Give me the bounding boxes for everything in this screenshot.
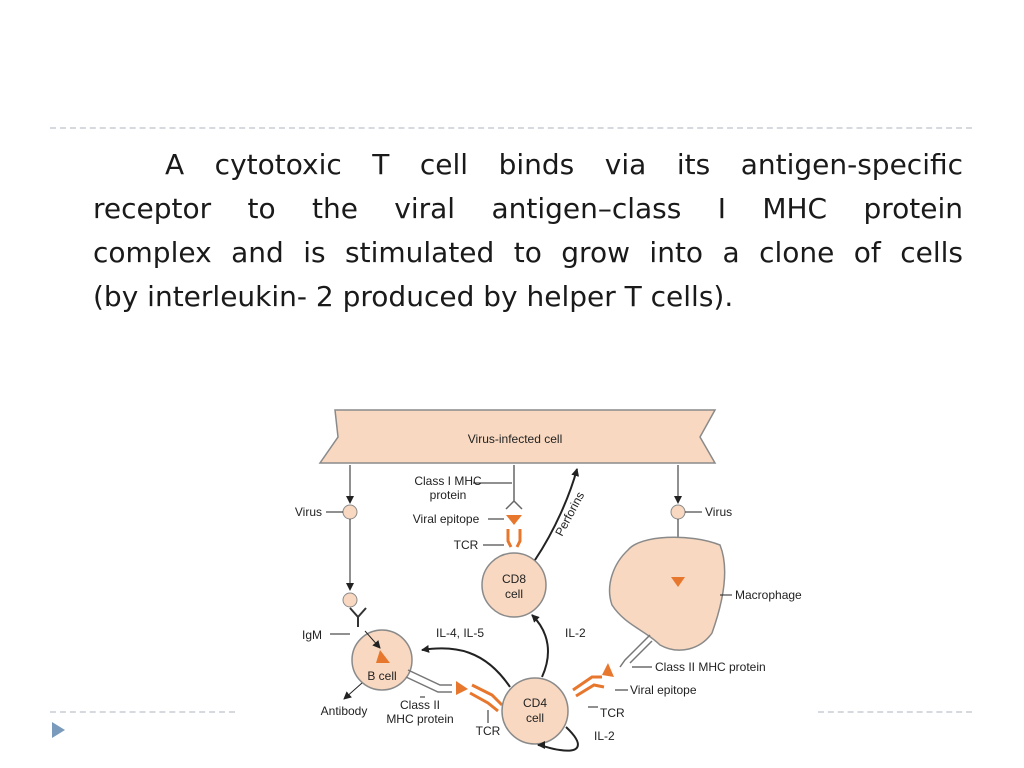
macrophage-label: Macrophage [735,588,802,602]
divider-bottom-left [50,711,235,713]
viral-epitope-bottom-icon [456,681,468,695]
cd8-cell-shape [481,552,547,618]
viral-epitope-bcell-icon [376,650,390,663]
divider-bottom-right [818,711,972,713]
class-i-mhc-icon [505,465,523,510]
virus-left-icon [342,504,358,520]
il4-il5-label: IL-4, IL-5 [436,626,484,640]
tcr-top-label: TCR [454,538,479,552]
il2-mid-label: IL-2 [565,626,586,640]
cd4-cell-label-line1: CD4 [523,696,547,710]
text-line-1: A cytotoxic T cell binds via its antigen… [165,148,963,181]
tcr-right-label: TCR [600,706,625,720]
cd8-cell-label-line1: CD8 [502,572,526,586]
antibody-label: Antibody [321,704,368,718]
class-i-mhc-label-line2: protein [430,488,467,502]
class-ii-mhc-macrophage-icon [619,634,653,668]
class-ii-mhc-bcell-icon [405,669,452,693]
igm-label: IgM [302,628,322,642]
perforins-label: Perforins [552,489,587,538]
virus-infected-cell-shape [318,409,717,464]
virus-right-label: Virus [705,505,732,519]
b-cell-label: B cell [367,669,396,683]
text-line-3: complex and is stimulated to grow into a… [93,236,963,269]
viral-epitope-right-icon [602,663,614,677]
cd8-cell-label-line2: cell [505,587,523,601]
tcr-cd8-icon [506,529,522,548]
viral-epitope-top-icon [506,515,522,525]
class-i-mhc-label-line1: Class I MHC [414,474,482,488]
cd4-cell-shape [501,677,569,745]
bullet-arrow-icon [52,722,65,738]
class-ii-mhc-right-label: Class II MHC protein [655,660,766,674]
virus-bound-igm-icon [342,592,358,608]
class-ii-mhc-bottom-label-line2: MHC protein [386,712,453,726]
class-ii-mhc-bottom-label-line1: Class II [400,698,440,712]
tcr-bottom-label: TCR [476,724,501,738]
cd4-cell-label-line2: cell [526,711,544,725]
divider-top [50,127,972,129]
slide-body-text: A cytotoxic T cell binds via its antigen… [93,143,963,319]
viral-epitope-macrophage-icon [671,577,685,587]
viral-epitope-top-label: Viral epitope [413,512,480,526]
igm-receptor-icon [349,607,367,627]
text-line-4: (by interleukin- 2 produced by helper T … [93,280,734,313]
tcr-cd4-right-icon [572,675,605,698]
tcr-cd4-left-icon [469,683,504,713]
text-line-2: receptor to the viral antigen–class I MH… [93,192,963,225]
virus-right-icon [670,504,686,520]
immune-response-diagram: Virus-infected cell Virus Virus Class I … [295,409,802,752]
il2-bottom-label: IL-2 [594,729,615,743]
virus-left-label: Virus [295,505,322,519]
macrophage-shape [608,536,726,651]
viral-epitope-right-label: Viral epitope [630,683,697,697]
virus-infected-cell-label: Virus-infected cell [468,432,563,446]
